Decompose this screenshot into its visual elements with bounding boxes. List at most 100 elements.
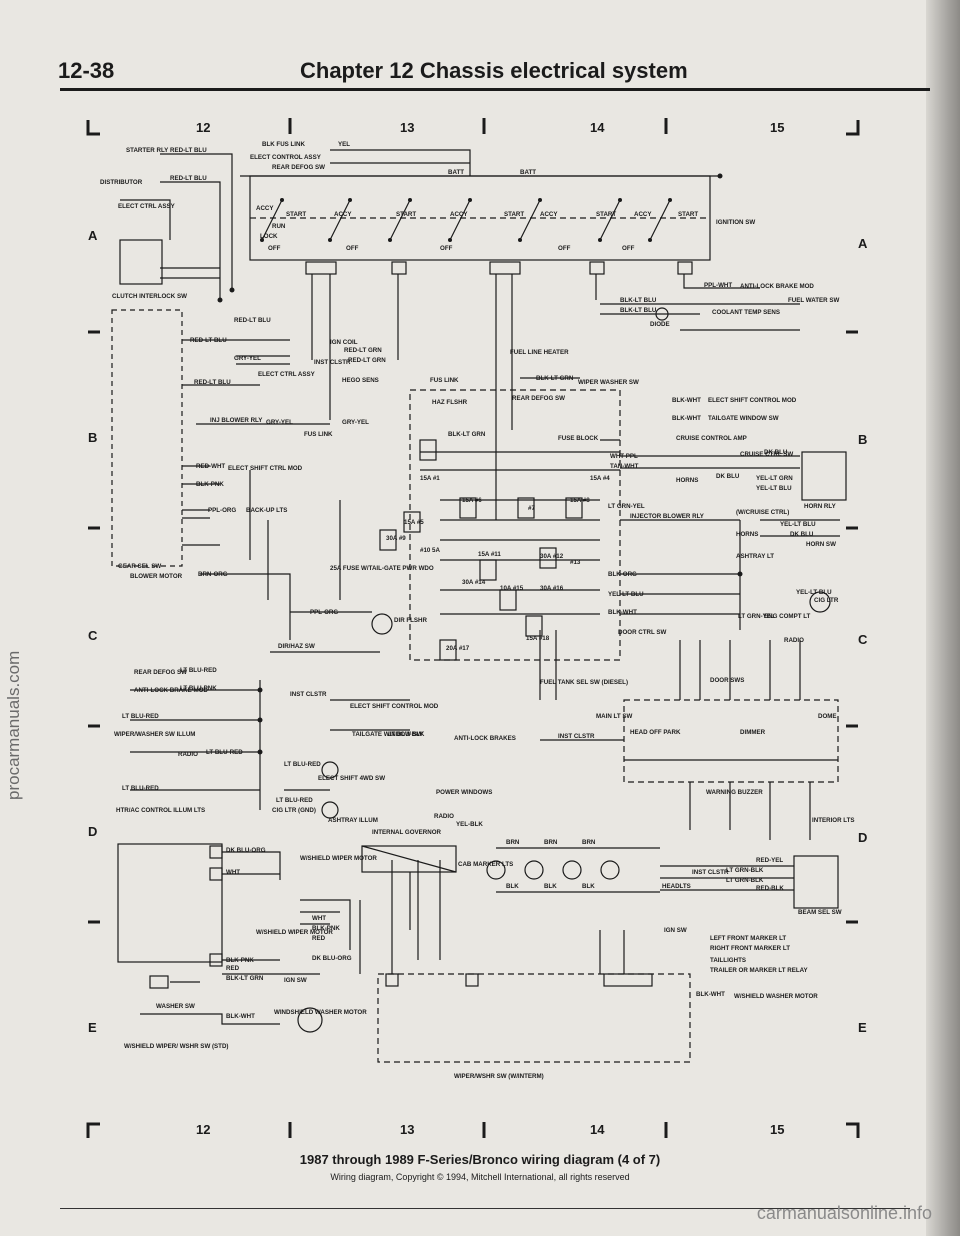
label-ign-coil: IGN COIL (330, 339, 358, 346)
label-inj-blower-rly: INJ BLOWER RLY (210, 417, 263, 424)
fuse-15a-8: 15A #8 (570, 497, 590, 504)
wire-yel-lt-blu-4: YEL-LT BLU (608, 591, 644, 598)
label-washer-sw: WASHER SW (156, 1003, 195, 1010)
grid-col-13: 13 (400, 120, 415, 135)
label-fus-link-2: FUS LINK (304, 431, 333, 438)
row-label-e-right: E (858, 1020, 867, 1035)
wire-brn-1: BRN (506, 839, 520, 846)
wire-red-blk: RED-BLK (756, 885, 784, 892)
wire-tan-wht: TAN-WHT (610, 463, 639, 470)
label-wiper-washer-sw-illum: WIPER/WASHER SW ILLUM (114, 731, 196, 738)
wire-dk-blu-org-2: DK BLU-ORG (312, 955, 352, 962)
label-headlts: HEADLTS (662, 883, 691, 890)
wire-lt-blu-red-6: LT BLU-RED (276, 797, 313, 804)
fuse-30a-9: 30A #9 (386, 535, 406, 542)
wire-brn-org: BRN-ORG (198, 571, 228, 578)
label-htr-ac-control-illum: HTR/AC CONTROL ILLUM LTS (116, 807, 206, 814)
label-haz-flshr: HAZ FLSHR (432, 399, 468, 406)
wire-lt-blu-red-5: LT BLU-RED (122, 785, 159, 792)
label-ignition-sw: IGNITION SW (716, 219, 756, 226)
switch-off-2: OFF (346, 245, 359, 252)
label-elect-shift-ctrl-mod: ELECT SHIFT CTRL MOD (228, 465, 303, 472)
wire-red-2: RED (226, 965, 240, 972)
wire-lt-grn-blk-2: LT GRN-BLK (726, 877, 764, 884)
wire-brn-3: BRN (582, 839, 596, 846)
label-cruise-ctrl-sw: CRUISE CTRL SW (740, 451, 794, 458)
wire-lt-blu-blk: LT BLU-BLK (388, 731, 425, 738)
header-rule (60, 88, 930, 91)
wire-blk-pnk-1: BLK-PNK (196, 481, 224, 488)
switch-accy-5: ACCY (634, 211, 652, 218)
label-horn-rly: HORN RLY (804, 503, 836, 510)
fuse-30a-12: 30A #12 (540, 553, 564, 560)
label-radio-2: RADIO (178, 751, 198, 758)
row-label-a-right: A (858, 236, 868, 251)
label-ign-sw: IGN SW (664, 927, 687, 934)
label-tailgate-window-sw-2: TAILGATE WINDOW SW (352, 731, 423, 738)
switch-batt-2: BATT (520, 169, 537, 176)
label-fus-link: FUS LINK (430, 377, 459, 384)
row-label-d-right: D (858, 830, 868, 845)
label-elect-shift-control-mod-2: ELECT SHIFT CONTROL MOD (350, 703, 439, 710)
label-inst-clstr: INST CLSTR (314, 359, 351, 366)
chapter-title: Chapter 12 Chassis electrical system (300, 58, 688, 83)
wire-blk-wht-3: BLK-WHT (608, 609, 637, 616)
row-label-a-left: A (88, 228, 98, 243)
label-distributor: DISTRIBUTOR (100, 179, 143, 186)
figure-caption-subtitle: Wiring diagram, Copyright © 1994, Mitche… (330, 1172, 630, 1182)
label-elect-shift-4wd-sw: ELECT SHIFT 4WD SW (318, 775, 386, 782)
label-right-front-marker: RIGHT FRONT MARKER LT (710, 945, 790, 952)
wire-red-lt-blu-2: RED-LT BLU (170, 175, 207, 182)
label-dir-flshr: DIR FLSHR (394, 617, 427, 624)
wire-lt-blu-red-4: LT BLU-RED (284, 761, 321, 768)
label-ign-sw-2: IGN SW (284, 977, 307, 984)
label-blk-fus-link: BLK FUS LINK (262, 141, 305, 148)
label-taillights: TAILLIGHTS (710, 957, 746, 964)
bottom-watermark: carmanualsonline.info (756, 1203, 932, 1223)
wire-blk-1: BLK (506, 883, 519, 890)
grid-col-15-bottom: 15 (770, 1122, 785, 1137)
wire-blk-lt-grn-1: BLK-LT GRN (536, 375, 574, 382)
label-diode: DIODE (650, 321, 670, 328)
label-elect-control-assy: ELECT CONTROL ASSY (250, 154, 321, 161)
label-door-sws: DOOR SWS (710, 677, 745, 684)
label-anti-lock-brake-mod: ANTI-LOCK BRAKE MOD (740, 283, 814, 290)
switch-start-3: START (504, 211, 525, 218)
label-cig-ltr-gnd: CIG LTR (GND) (272, 807, 316, 814)
switch-off-5: OFF (622, 245, 635, 252)
wire-lt-grn-yel: LT GRN-YEL (608, 503, 645, 510)
label-inst-clstr-3: INST CLSTR (558, 733, 595, 740)
label-elect-shift-control-mod: ELECT SHIFT CONTROL MOD (708, 397, 797, 404)
switch-start-4: START (596, 211, 617, 218)
label-horns: HORNS (676, 477, 699, 484)
fuse-7: #7 (528, 505, 535, 512)
wire-blk-wht-5: BLK-WHT (696, 991, 725, 998)
wire-dk-blu-1: DK BLU (764, 449, 788, 456)
wire-yel-lt-blu-3: YEL-LT BLU (796, 589, 832, 596)
grid-col-12: 12 (196, 120, 211, 135)
wire-blk-lt-blu-1: BLK-LT BLU (620, 297, 657, 304)
fuse-15a-5: 15A #5 (404, 519, 424, 526)
wire-dk-blu-org: DK BLU-ORG (226, 847, 266, 854)
wire-lt-blu-pnk: LT BLU-PNK (180, 685, 217, 692)
label-starter-rly: STARTER RLY (126, 147, 169, 154)
wire-brn-2: BRN (544, 839, 558, 846)
label-door-ctrl-sw: DOOR CTRL SW (618, 629, 667, 636)
wire-wht-ppl: WHT-PPL (610, 453, 638, 460)
wire-lt-blu-red-3: LT BLU-RED (206, 749, 243, 756)
wire-red-lt-grn-1: RED-LT GRN (344, 347, 382, 354)
footer-rule (60, 1208, 910, 1209)
fuse-15a-11: 15A #11 (478, 551, 501, 558)
wire-dk-blu-3: DK BLU (790, 531, 814, 538)
wire-yel-lt-blu: YEL-LT BLU (756, 485, 792, 492)
wire-gry-yel-3: GRY-YEL (342, 419, 369, 426)
wire-blk-wht-2: BLK-WHT (672, 415, 701, 422)
fuse-15a-18: 15A #18 (526, 635, 550, 642)
switch-accy-3: ACCY (450, 211, 468, 218)
wire-blk-pnk-2: BLK-PNK (312, 925, 340, 932)
label-dir-haz-sw: DIR/HAZ SW (278, 643, 315, 650)
wire-red-1: RED (312, 935, 326, 942)
label-inst-clstr-2: INST CLSTR (290, 691, 327, 698)
fuse-10-5a: #10 5A (420, 547, 440, 554)
